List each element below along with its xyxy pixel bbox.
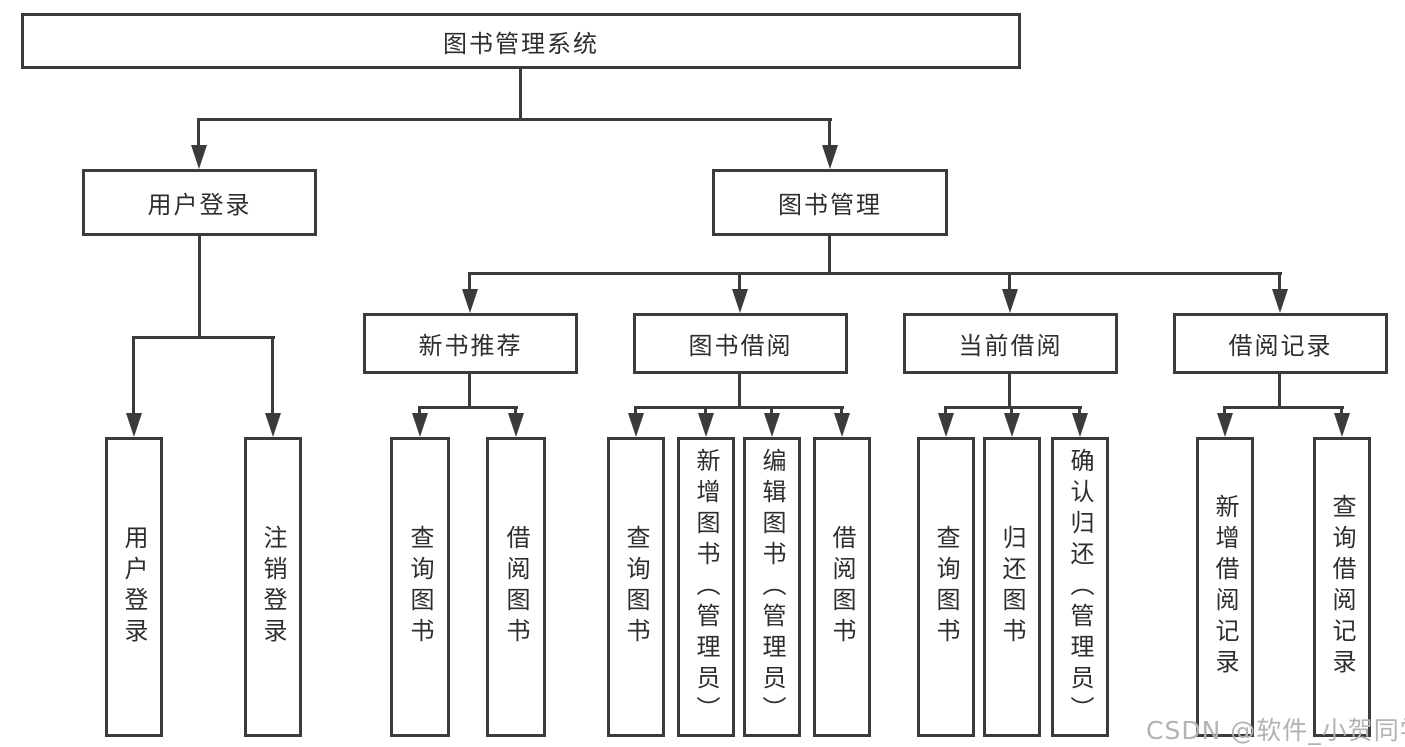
- leaf-borrow-books: 借阅图书: [813, 437, 871, 737]
- arrowhead-icon: [462, 289, 478, 313]
- leaf-add-record-label: 新增借阅记录: [1211, 494, 1239, 680]
- connector-line: [197, 118, 832, 121]
- leaf-logout: 注销登录: [244, 437, 302, 737]
- node-new-book-rec-label: 新书推荐: [418, 332, 523, 360]
- leaf-query-record-label: 查询借阅记录: [1328, 494, 1356, 680]
- connector-line: [197, 118, 200, 148]
- connector-line: [704, 406, 707, 416]
- arrowhead-icon: [732, 289, 748, 313]
- connector-line: [1278, 272, 1281, 292]
- arrowhead-icon: [698, 413, 714, 437]
- node-user-login: 用户登录: [82, 169, 317, 236]
- connector-line: [1008, 374, 1011, 406]
- arrowhead-icon: [412, 413, 428, 437]
- arrowhead-icon: [1272, 289, 1288, 313]
- leaf-return-books: 归还图书: [983, 437, 1041, 737]
- arrowhead-icon: [1004, 413, 1020, 437]
- arrowhead-icon: [1072, 413, 1088, 437]
- leaf-rec-borrow-books: 借阅图书: [486, 437, 546, 737]
- leaf-add-books: 新增图书（管理员）: [677, 437, 735, 737]
- connector-line: [738, 272, 741, 292]
- connector-line: [468, 272, 471, 292]
- connector-line: [770, 406, 773, 416]
- connector-line: [1010, 406, 1013, 416]
- arrowhead-icon: [938, 413, 954, 437]
- connector-line: [635, 406, 844, 409]
- node-book-mgmt: 图书管理: [712, 169, 948, 236]
- connector-line: [828, 118, 831, 148]
- arrowhead-icon: [508, 413, 524, 437]
- connector-line: [519, 69, 522, 118]
- arrowhead-icon: [1217, 413, 1233, 437]
- leaf-borrow-books-label: 借阅图书: [828, 525, 856, 649]
- node-user-login-label: 用户登录: [147, 191, 252, 219]
- connector-line: [132, 336, 135, 415]
- arrowhead-icon: [191, 145, 207, 169]
- leaf-add-books-label: 新增图书（管理员）: [692, 447, 720, 727]
- connector-line: [1078, 406, 1081, 416]
- leaf-confirm-return: 确认归还（管理员）: [1051, 437, 1109, 737]
- arrowhead-icon: [1334, 413, 1350, 437]
- connector-line: [944, 406, 947, 416]
- leaf-borrow-query-books-label: 查询图书: [622, 525, 650, 649]
- leaf-borrow-query-books: 查询图书: [607, 437, 665, 737]
- connector-line: [945, 406, 1082, 409]
- leaf-query-record: 查询借阅记录: [1313, 437, 1371, 737]
- leaf-add-record: 新增借阅记录: [1196, 437, 1254, 737]
- node-borrow-records-label: 借阅记录: [1228, 332, 1333, 360]
- node-root: 图书管理系统: [21, 13, 1021, 69]
- leaf-rec-query-books: 查询图书: [390, 437, 450, 737]
- connector-line: [828, 236, 831, 272]
- leaf-confirm-return-label: 确认归还（管理员）: [1066, 447, 1094, 727]
- connector-line: [1224, 406, 1344, 409]
- connector-line: [198, 236, 201, 336]
- connector-line: [271, 336, 274, 415]
- connector-line: [738, 374, 741, 406]
- connector-line: [469, 272, 1282, 275]
- leaf-edit-books-label: 编辑图书（管理员）: [758, 447, 786, 727]
- node-new-book-rec: 新书推荐: [363, 313, 578, 374]
- leaf-user-login: 用户登录: [105, 437, 163, 737]
- node-current-borrow-label: 当前借阅: [958, 332, 1063, 360]
- leaf-user-login-label: 用户登录: [120, 525, 148, 649]
- watermark: CSDN @软件_小贺同学: [1146, 716, 1405, 745]
- node-book-borrow: 图书借阅: [633, 313, 848, 374]
- node-book-mgmt-label: 图书管理: [778, 191, 882, 219]
- connector-line: [634, 406, 637, 416]
- connector-line: [418, 406, 421, 416]
- arrowhead-icon: [822, 145, 838, 169]
- arrowhead-icon: [764, 413, 780, 437]
- node-root-label: 图书管理系统: [443, 29, 599, 58]
- leaf-rec-query-books-label: 查询图书: [406, 525, 434, 649]
- arrowhead-icon: [628, 413, 644, 437]
- connector-line: [133, 336, 275, 339]
- leaf-rec-borrow-books-label: 借阅图书: [502, 525, 530, 649]
- connector-line: [1278, 374, 1281, 406]
- leaf-logout-label: 注销登录: [259, 525, 287, 649]
- connector-line: [1008, 272, 1011, 292]
- arrowhead-icon: [1002, 289, 1018, 313]
- leaf-return-books-label: 归还图书: [998, 525, 1026, 649]
- arrowhead-icon: [265, 413, 281, 437]
- connector-line: [1223, 406, 1226, 416]
- connector-line: [514, 406, 517, 416]
- connector-line: [419, 406, 518, 409]
- connector-line: [468, 374, 471, 406]
- node-current-borrow: 当前借阅: [903, 313, 1118, 374]
- leaf-current-query-books: 查询图书: [917, 437, 975, 737]
- node-borrow-records: 借阅记录: [1173, 313, 1388, 374]
- leaf-current-query-books-label: 查询图书: [932, 525, 960, 649]
- connector-line: [1340, 406, 1343, 416]
- arrowhead-icon: [834, 413, 850, 437]
- node-book-borrow-label: 图书借阅: [688, 332, 793, 360]
- connector-line: [840, 406, 843, 416]
- arrowhead-icon: [126, 413, 142, 437]
- leaf-edit-books: 编辑图书（管理员）: [743, 437, 801, 737]
